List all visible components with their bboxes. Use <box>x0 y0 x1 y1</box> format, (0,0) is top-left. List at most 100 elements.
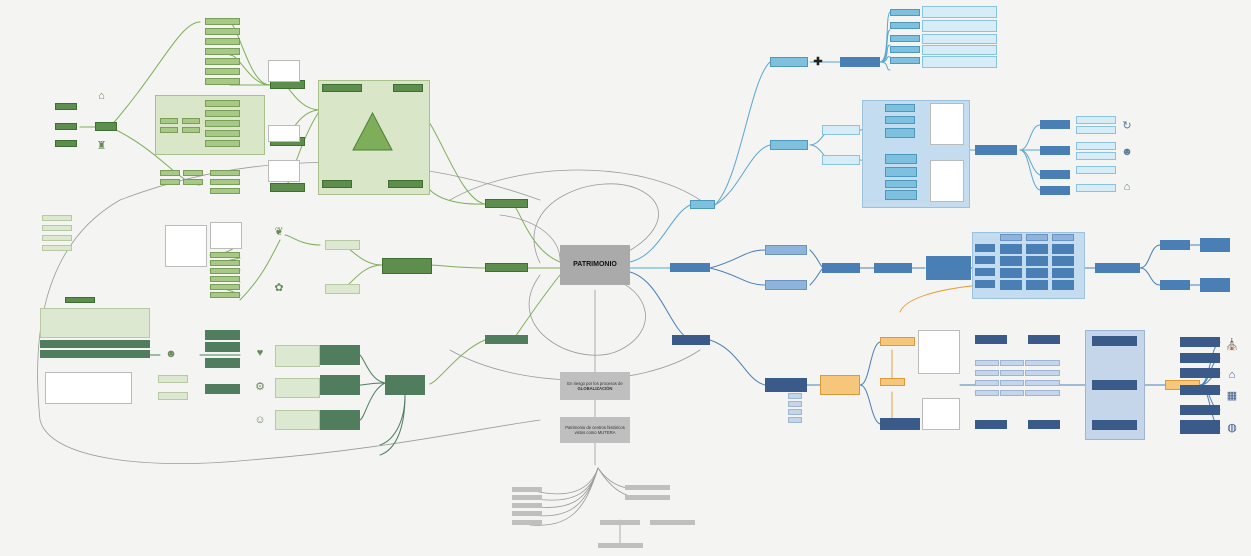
green-info-bar[interactable] <box>40 340 150 348</box>
green-leaf-node[interactable] <box>205 130 240 137</box>
orange-node[interactable] <box>880 337 915 346</box>
panel-header-node[interactable] <box>393 84 423 92</box>
green-info-bar[interactable] <box>40 350 150 358</box>
gray-leaf-node[interactable] <box>625 485 670 490</box>
green-sub-node[interactable] <box>382 258 432 274</box>
gray-leaf-node[interactable] <box>625 495 670 500</box>
green-branch-node[interactable] <box>485 335 528 344</box>
navy-leaf-node[interactable] <box>1180 405 1220 415</box>
blue-branch-node[interactable] <box>670 263 710 272</box>
navy-leaf-node[interactable] <box>1092 420 1137 430</box>
orange-node[interactable] <box>880 378 905 386</box>
gray-leaf-node[interactable] <box>512 487 542 492</box>
grid-row-label[interactable] <box>975 244 995 252</box>
blue-leaf-node[interactable] <box>885 104 915 112</box>
blue-sub-node[interactable] <box>765 245 807 255</box>
navy-leaf-node[interactable] <box>1092 380 1137 390</box>
panel-footer-node[interactable] <box>388 180 423 188</box>
dark-green-node[interactable] <box>205 384 240 394</box>
blue-leaf-node[interactable] <box>885 128 915 138</box>
navy-leaf-node[interactable] <box>1028 335 1060 344</box>
navy-leaf-node[interactable] <box>1092 336 1137 346</box>
gray-leaf-node[interactable] <box>512 520 542 525</box>
grid-row-label[interactable] <box>975 256 995 264</box>
central-node-patrimonio[interactable]: PATRIMONIO <box>560 245 630 285</box>
green-leaf-node[interactable] <box>65 297 95 303</box>
green-leaf-node[interactable] <box>158 392 188 400</box>
green-leaf-node[interactable] <box>205 18 240 25</box>
blue-leaf-node[interactable] <box>1040 146 1070 155</box>
blue-branch-node[interactable] <box>690 200 715 209</box>
green-leaf-node[interactable] <box>183 179 203 185</box>
green-sub-node[interactable] <box>270 183 305 192</box>
navy-leaf-node[interactable] <box>788 417 802 423</box>
navy-leaf-node[interactable] <box>788 393 802 399</box>
blue-sub-node[interactable] <box>770 140 808 150</box>
blue-leaf-node[interactable] <box>1160 240 1190 250</box>
navy-leaf-node[interactable] <box>1180 385 1220 395</box>
blue-leaf-node[interactable] <box>885 116 915 124</box>
green-branch-node[interactable] <box>485 199 528 208</box>
globalization-risk-note[interactable]: En riesgo por los procesos de GLOBALIZAC… <box>560 372 630 400</box>
blue-leaf-node[interactable] <box>890 22 920 29</box>
blue-leaf-node[interactable] <box>890 57 920 64</box>
blue-leaf-node[interactable] <box>1200 278 1230 292</box>
gray-leaf-node[interactable] <box>512 495 542 500</box>
navy-leaf-node[interactable] <box>788 401 802 407</box>
green-leaf-node[interactable] <box>160 127 178 133</box>
historic-centers-note[interactable]: Patrimonio de centros históricos vistos … <box>560 417 630 443</box>
green-leaf-node[interactable] <box>182 127 200 133</box>
green-leaf-node[interactable] <box>205 28 240 35</box>
green-leaf-node[interactable] <box>158 375 188 383</box>
dark-green-node[interactable] <box>205 330 240 340</box>
blue-sub-node[interactable] <box>926 256 971 280</box>
green-leaf-node[interactable] <box>160 170 180 176</box>
dark-green-node[interactable] <box>320 410 360 430</box>
blue-sub-node[interactable] <box>975 145 1017 155</box>
green-leaf-node[interactable] <box>42 215 72 221</box>
green-leaf-node[interactable] <box>210 188 240 194</box>
green-leaf-node[interactable] <box>205 58 240 65</box>
gray-leaf-node[interactable] <box>600 520 640 525</box>
dark-green-node[interactable] <box>320 345 360 365</box>
blue-leaf-node[interactable] <box>885 154 917 164</box>
navy-leaf-node[interactable] <box>1180 420 1220 434</box>
blue-leaf-node[interactable] <box>1040 170 1070 179</box>
green-leaf-node[interactable] <box>55 140 77 147</box>
green-leaf-node[interactable] <box>210 260 240 266</box>
green-leaf-node[interactable] <box>205 100 240 107</box>
panel-footer-node[interactable] <box>322 180 352 188</box>
dark-green-node[interactable] <box>385 375 425 395</box>
gray-leaf-node[interactable] <box>512 511 542 516</box>
dark-green-node[interactable] <box>205 342 240 352</box>
green-leaf-node[interactable] <box>182 118 200 124</box>
blue-leaf-node[interactable] <box>890 9 920 16</box>
green-leaf-node[interactable] <box>205 110 240 117</box>
green-leaf-node[interactable] <box>210 276 240 282</box>
blue-leaf-node[interactable] <box>822 155 860 165</box>
green-leaf-node[interactable] <box>42 235 72 241</box>
gray-leaf-node[interactable] <box>598 543 643 548</box>
grid-row-label[interactable] <box>975 280 995 288</box>
green-leaf-node[interactable] <box>55 103 77 110</box>
green-leaf-node[interactable] <box>210 268 240 274</box>
green-leaf-node[interactable] <box>210 292 240 298</box>
green-leaf-node[interactable] <box>160 118 178 124</box>
blue-sub-node[interactable] <box>822 263 860 273</box>
blue-sub-node[interactable] <box>765 280 807 290</box>
blue-leaf-node[interactable] <box>1040 120 1070 129</box>
green-leaf-node[interactable] <box>205 140 240 147</box>
dark-green-node[interactable] <box>320 375 360 395</box>
green-leaf-node[interactable] <box>183 170 203 176</box>
gray-leaf-node[interactable] <box>512 503 542 508</box>
green-leaf-node[interactable] <box>205 38 240 45</box>
blue-leaf-node[interactable] <box>890 46 920 53</box>
green-leaf-node[interactable] <box>210 284 240 290</box>
blue-leaf-node[interactable] <box>1040 186 1070 195</box>
green-leaf-node[interactable] <box>205 68 240 75</box>
navy-leaf-node[interactable] <box>975 420 1007 429</box>
green-leaf-node[interactable] <box>210 252 240 258</box>
green-leaf-node[interactable] <box>55 123 77 130</box>
navy-sub-node[interactable] <box>880 418 920 430</box>
orange-node[interactable] <box>820 375 860 395</box>
